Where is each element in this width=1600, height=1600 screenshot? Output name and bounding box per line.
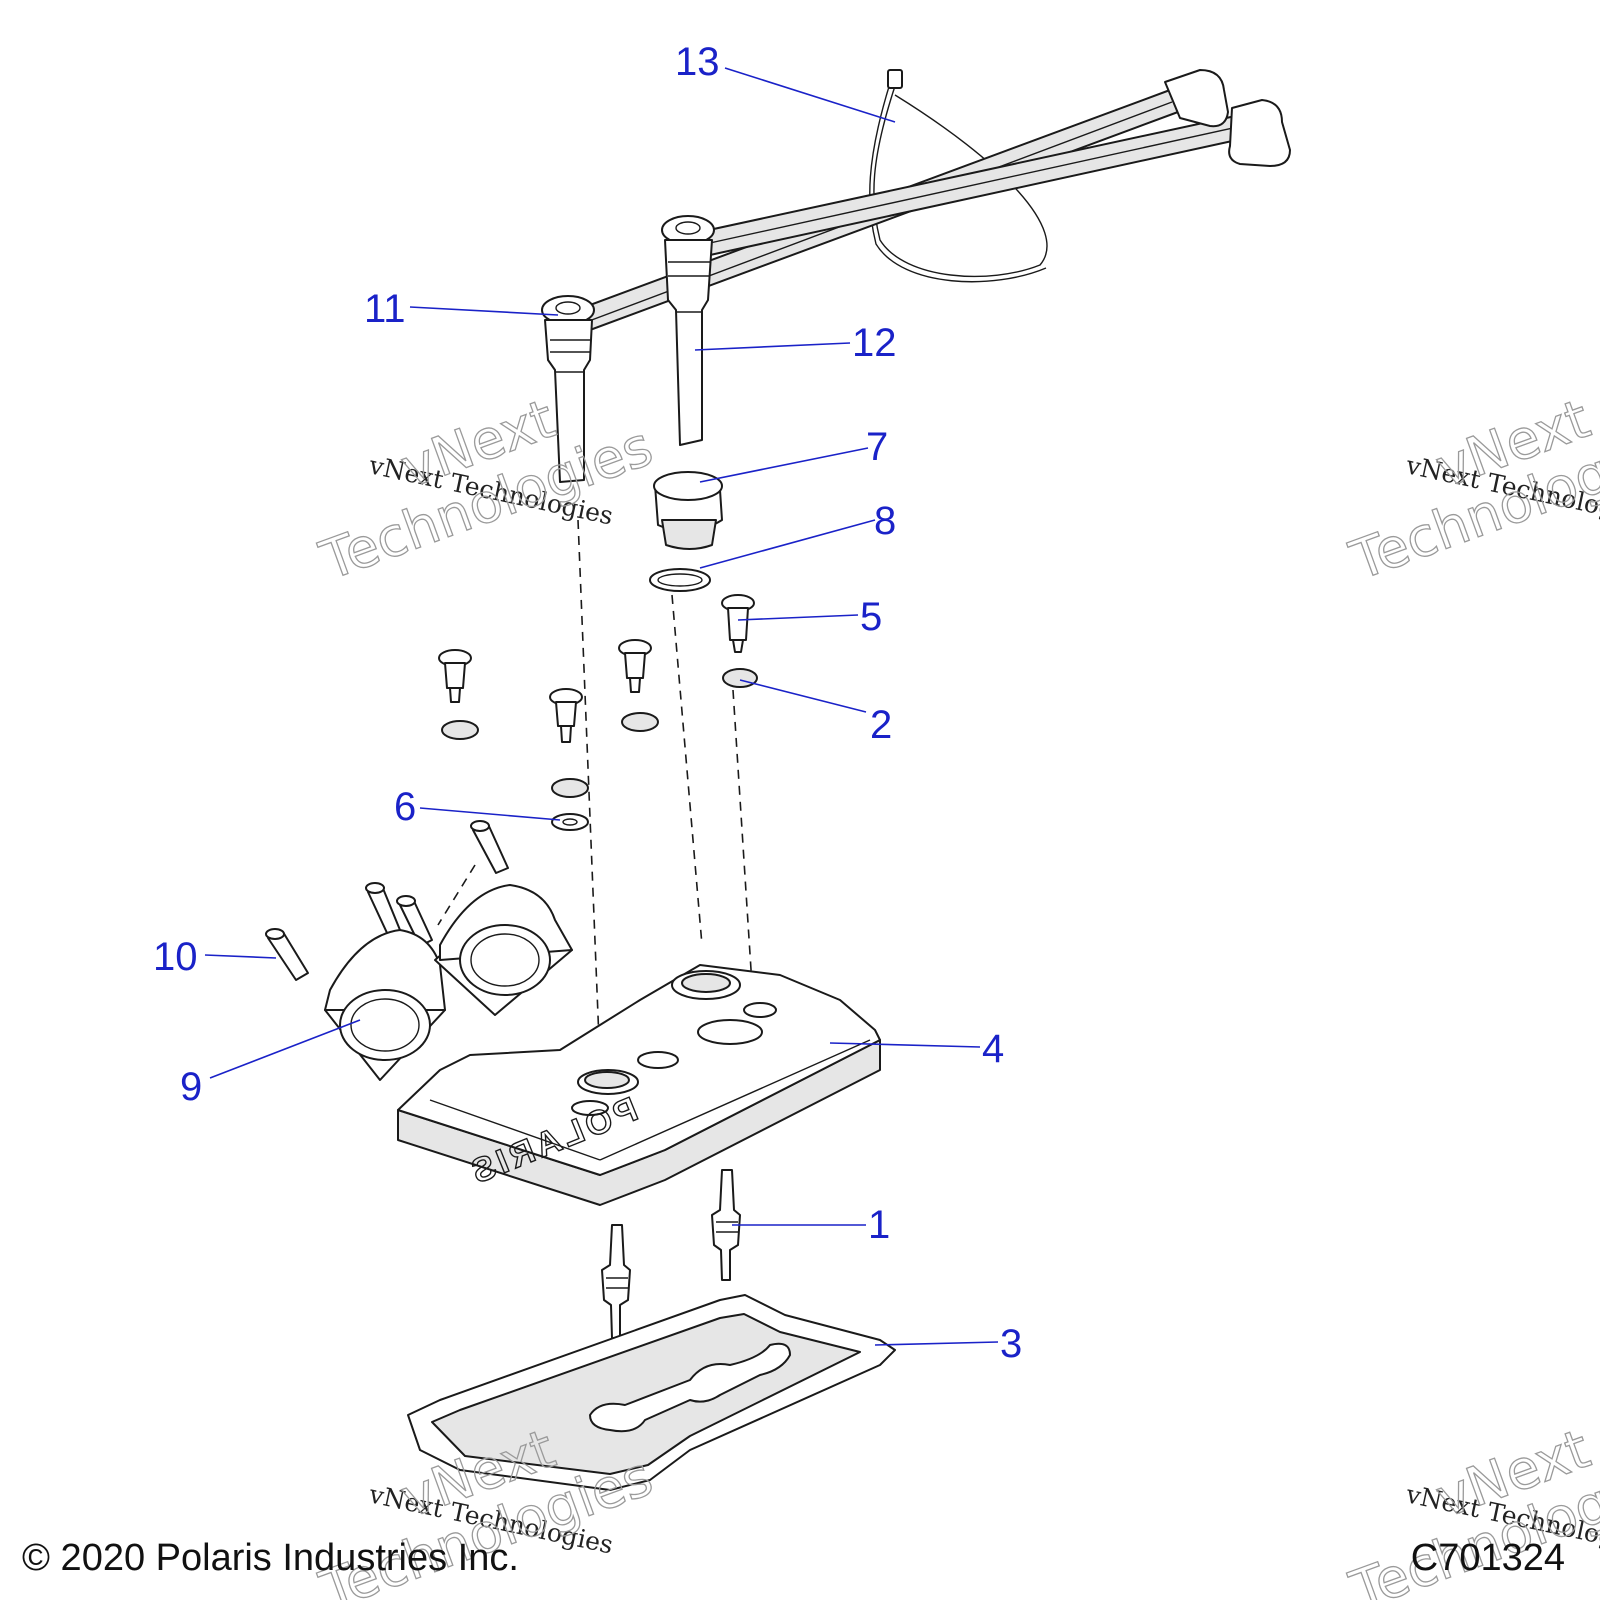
callout-3: 3 (1000, 1322, 1022, 1366)
part-8-o-ring (649, 568, 711, 592)
part-11-12-spark-plug-wires (541, 69, 1291, 483)
part-7-oil-cap (653, 471, 723, 550)
callout-7: 7 (866, 425, 888, 469)
part-1-spark-plugs (601, 1169, 741, 1339)
callout-labels: 13 11 12 7 8 5 2 6 10 9 4 1 3 (153, 40, 1022, 1366)
part-3-gasket (407, 1294, 896, 1491)
callout-12: 12 (852, 321, 897, 365)
watermark-lower-right: vNext Technologies vNext Technologies (1341, 1416, 1600, 1600)
watermark-upper-left: vNext Technologies vNext Technologies (311, 386, 661, 593)
callout-11: 11 (364, 287, 406, 331)
callout-4: 4 (982, 1027, 1004, 1071)
callout-8: 8 (874, 499, 896, 543)
callout-13: 13 (675, 40, 720, 84)
callout-9: 9 (180, 1065, 202, 1109)
callout-leaders (204, 67, 999, 1346)
part-9-intake-adapters (324, 884, 573, 1081)
watermark-upper-right: vNext Technologies vNext Technologies (1341, 386, 1600, 593)
copyright-text: © 2020 Polaris Industries Inc. (22, 1537, 519, 1579)
callout-5: 5 (860, 595, 882, 639)
part-10-bolts (265, 820, 509, 981)
callout-2: 2 (870, 703, 892, 747)
drawing-code: C701324 (1411, 1537, 1565, 1579)
assembly-dashed-lines (437, 519, 753, 1066)
callout-6: 6 (394, 785, 416, 829)
callout-1: 1 (868, 1203, 890, 1247)
part-6-washer (551, 813, 589, 831)
part-2-grommets (441, 668, 758, 798)
part-4-valve-cover: POLARIS (397, 964, 881, 1206)
callout-10: 10 (153, 935, 198, 979)
part-5-cover-bolts (438, 594, 755, 743)
